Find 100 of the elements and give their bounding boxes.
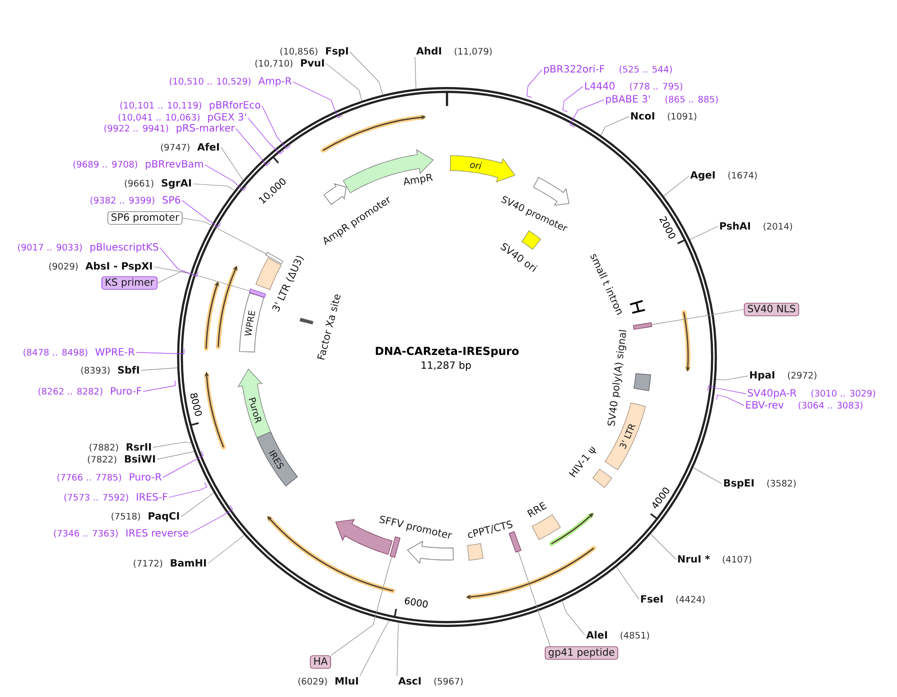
- enzyme-label: NruI *: [678, 555, 710, 563]
- leader-line: [140, 368, 178, 371]
- position-label: (10,856): [280, 48, 318, 56]
- tick-label: 6000: [404, 597, 428, 608]
- range-label: (8478 .. 8498): [24, 348, 88, 357]
- leader-line: [570, 100, 604, 128]
- tick-label: 2000: [659, 216, 676, 239]
- feature-block: ori: [450, 155, 516, 182]
- leader-line: [236, 128, 271, 166]
- range-label: (7766 .. 7785): [57, 474, 122, 482]
- enzyme-label: AbsI - PspXI: [85, 262, 152, 272]
- enzyme-label: PshAI: [720, 222, 750, 230]
- leader-line: [326, 63, 362, 102]
- position-label: (7518): [112, 512, 140, 521]
- range-label: (10,510 .. 10,529): [170, 78, 251, 86]
- primer-label: pBABE 3': [606, 95, 650, 105]
- tick-label: 8000: [190, 393, 202, 416]
- enzyme-label: FseI: [641, 595, 663, 603]
- leader-line: [192, 184, 235, 191]
- feature-mark: [390, 536, 400, 558]
- primer-label: pBR322ori-F: [544, 64, 604, 75]
- primer-label: pRS-marker: [176, 124, 235, 134]
- position-label: (10,710): [255, 60, 292, 68]
- leader-line: [526, 69, 542, 98]
- leader-line: [360, 620, 390, 676]
- position-label: (9661): [124, 180, 154, 188]
- range-label: (8262 .. 8282): [38, 388, 102, 396]
- range-label: (9382 .. 9399): [90, 196, 154, 205]
- range-label: (9017 .. 9033): [18, 244, 82, 252]
- leader-line: [180, 492, 214, 518]
- enzyme-label: BsiWI: [124, 454, 155, 463]
- label-box: gp41 peptide: [544, 646, 618, 660]
- range-label: (9922 .. 9941): [104, 124, 168, 133]
- range-label: (10,041 .. 10,063): [118, 114, 200, 122]
- leader-line: [651, 309, 744, 325]
- enzyme-label: MluI: [336, 676, 358, 685]
- feature-label: SFFV promoter: [379, 516, 452, 539]
- range-label: (10,101 .. 10,119): [120, 102, 202, 110]
- leader-line: [292, 82, 343, 118]
- primer-label: Amp-R: [258, 77, 292, 87]
- enzyme-label: SgrAI: [162, 179, 191, 189]
- position-label: (9029): [49, 262, 78, 271]
- position-label: (3582): [767, 480, 796, 488]
- primer-label: WPRE-R: [95, 348, 135, 356]
- primer-label: pGEX 3': [208, 113, 246, 123]
- enzyme-label: AgeI: [690, 171, 715, 181]
- primer-label: L4440: [585, 82, 615, 90]
- label-box: SP6 promoter: [108, 211, 182, 225]
- range-label: (865 .. 885): [666, 96, 718, 104]
- enzyme-label: AscI: [398, 677, 421, 685]
- enzyme-label: AhdI: [416, 46, 442, 55]
- enzyme-label: AleI: [586, 630, 607, 639]
- primer-label: pBluescriptKS: [90, 242, 158, 253]
- leader-line: [396, 622, 400, 676]
- leader-line: [182, 200, 222, 228]
- range-label: (7573 .. 7592): [64, 494, 128, 502]
- primer-label: IRES reverse: [126, 529, 188, 537]
- leader-line: [156, 451, 194, 460]
- position-label: (1674): [728, 172, 757, 180]
- feature-label: RRE: [527, 502, 547, 518]
- leader-line: [562, 600, 586, 636]
- leader-line: [142, 380, 176, 392]
- leader-line: [152, 442, 192, 448]
- map-title: DNA-CARzeta-IRESpuro: [376, 346, 519, 358]
- primer-label: EBV-rev: [746, 401, 784, 409]
- position-label: (6029): [298, 678, 327, 686]
- leader-line: [182, 218, 266, 254]
- leader-line: [690, 226, 718, 240]
- leader-line: [157, 270, 250, 292]
- leader-line: [616, 566, 640, 600]
- position-label: (1091): [668, 112, 696, 121]
- leader-line: [716, 376, 748, 380]
- leader-line: [248, 118, 284, 154]
- primer-label: Puro-R: [130, 473, 162, 481]
- enzyme-label: AfeI: [197, 142, 219, 151]
- enzyme-label: FspI: [326, 47, 348, 57]
- range-label: (3010 .. 3029): [811, 390, 876, 398]
- leader-line: [350, 52, 384, 96]
- leader-line: [208, 534, 244, 564]
- leader-line: [716, 394, 744, 406]
- range-label: (3064 .. 3083): [798, 402, 862, 410]
- leader-line: [650, 534, 676, 560]
- leader-line: [136, 348, 184, 354]
- position-label: (4851): [620, 632, 650, 640]
- leader-line: [262, 105, 291, 149]
- leader-line: [708, 386, 746, 394]
- enzyme-label: SbfI: [118, 366, 139, 374]
- label-box: HA: [310, 655, 332, 669]
- range-label: (7346 .. 7363): [54, 530, 118, 538]
- position-label: (4107): [722, 556, 752, 564]
- enzyme-label: HpaI: [750, 371, 774, 381]
- feature-label: AmpR: [404, 174, 433, 186]
- primer-label: SV40pA-R: [748, 389, 796, 399]
- leader-line: [190, 504, 233, 534]
- primer-label: Puro-F: [111, 387, 142, 395]
- position-label: (7882): [90, 444, 118, 452]
- primer-label: pBRrevBam: [146, 160, 203, 170]
- leader-line: [204, 164, 247, 191]
- position-label: (2972): [788, 372, 816, 380]
- enzyme-label: PaqCI: [148, 512, 179, 522]
